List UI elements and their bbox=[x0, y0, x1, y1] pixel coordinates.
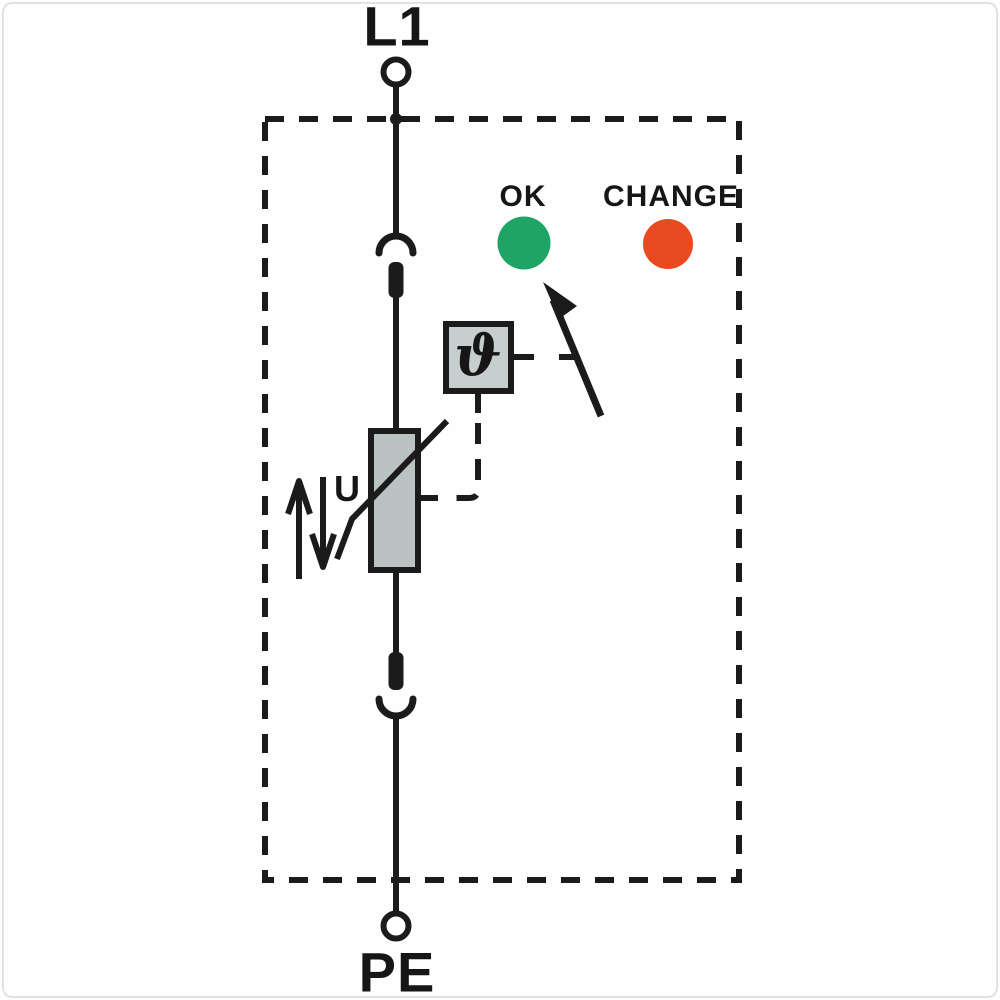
contact-bar-bottom bbox=[388, 652, 404, 690]
junction-dot bbox=[390, 113, 402, 125]
gap-arc-bottom bbox=[375, 695, 417, 720]
ok-indicator-label: OK bbox=[499, 180, 547, 213]
bottom-terminal-circle bbox=[380, 910, 412, 942]
switch-arrow-shaft bbox=[549, 298, 605, 418]
surge-arrows bbox=[285, 477, 337, 579]
disconnect-switch-arrow bbox=[543, 282, 605, 418]
surge-arrow-up-head bbox=[285, 478, 313, 515]
varistor-body bbox=[368, 428, 421, 573]
surge-arrow-down-head bbox=[309, 533, 337, 570]
varistor-symbol bbox=[334, 418, 450, 573]
top-terminal-label: L1 bbox=[363, 0, 431, 58]
device-enclosure-outline bbox=[262, 116, 742, 883]
varistor-diagonal bbox=[334, 418, 450, 561]
bottom-terminal-label: PE bbox=[358, 940, 436, 1000]
voltage-label: U bbox=[334, 468, 360, 509]
thermal-symbol-label: ϑ bbox=[454, 323, 502, 389]
ok-indicator-lamp bbox=[497, 216, 551, 270]
thermal-disconnect-box bbox=[443, 321, 514, 394]
top-terminal-circle bbox=[380, 56, 412, 88]
change-indicator-label: CHANGE bbox=[602, 180, 740, 213]
thermal-to-varistor-dashed bbox=[446, 423, 481, 501]
switch-arrow-head bbox=[543, 282, 577, 319]
contact-bar-top bbox=[388, 262, 404, 298]
gap-arc-top bbox=[375, 232, 417, 257]
change-indicator-lamp bbox=[643, 219, 693, 269]
